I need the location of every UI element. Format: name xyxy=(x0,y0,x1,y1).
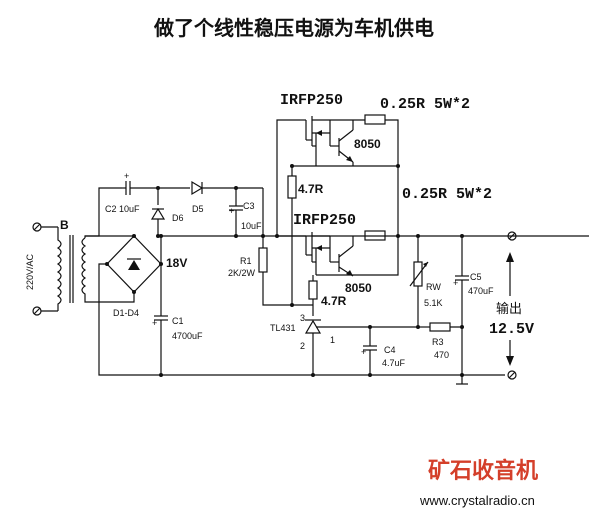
diode-d5 xyxy=(191,180,263,196)
c3-value: 10uF xyxy=(241,221,262,231)
d6-label: D6 xyxy=(172,213,184,223)
potentiometer-rw xyxy=(413,261,423,287)
c1-label: C1 xyxy=(172,316,184,326)
capacitor-c5: + xyxy=(453,236,469,327)
transistor-t1 xyxy=(330,120,354,166)
transistor-t2 xyxy=(330,236,354,277)
r-gate-label-1: 4.7R xyxy=(298,182,324,196)
tl431-pin2: 2 xyxy=(300,341,305,351)
vin-label: 18V xyxy=(166,256,187,270)
tl431-regulator xyxy=(304,319,418,375)
tl431-label: TL431 xyxy=(270,323,296,333)
c2-label: C2 10uF xyxy=(105,204,140,214)
tl431-pin3: 3 xyxy=(300,313,305,323)
c4-value: 4.7uF xyxy=(382,358,406,368)
capacitor-c1: + xyxy=(152,264,168,375)
svg-text:+: + xyxy=(361,347,366,357)
watermark-brand: 矿石收音机 xyxy=(428,458,538,484)
bridge-label: D1-D4 xyxy=(113,308,139,318)
gate-resistor-1 xyxy=(287,175,297,199)
shunt-label-2: 0.25R 5W*2 xyxy=(402,186,492,203)
junction-dots xyxy=(156,164,464,377)
transformer-label: B xyxy=(60,218,69,232)
resistor-r1 xyxy=(258,247,268,273)
watermark-url: www.crystalradio.cn xyxy=(419,493,535,508)
shunt-resistor-2 xyxy=(364,230,386,241)
svg-text:+: + xyxy=(453,278,458,288)
q1-label: IRFP250 xyxy=(280,92,343,109)
r-gate-label-2: 4.7R xyxy=(321,294,347,308)
output-voltage: 12.5V xyxy=(489,321,534,338)
capacitor-c3: + xyxy=(229,188,243,236)
r1-label: R1 xyxy=(240,256,252,266)
output-positive-terminal xyxy=(507,231,517,241)
mosfet-q2 xyxy=(277,232,331,275)
ac-input-label: 220V/AC xyxy=(25,253,35,290)
ac-input-terminals xyxy=(32,222,58,316)
resistor-r3 xyxy=(429,322,451,332)
d5-label: D5 xyxy=(192,204,204,214)
watermark: 矿石收音机 www.crystalradio.cn xyxy=(419,458,538,508)
shunt-label-1: 0.25R 5W*2 xyxy=(380,96,470,113)
svg-text:+: + xyxy=(229,206,234,216)
r3-value: 470 xyxy=(434,350,449,360)
rw-label: RW xyxy=(426,282,441,292)
t1-label: 8050 xyxy=(354,137,381,151)
t2-label: 8050 xyxy=(345,281,372,295)
c5-value: 470uF xyxy=(468,286,494,296)
svg-text:+: + xyxy=(152,318,157,328)
q2-label: IRFP250 xyxy=(293,212,356,229)
transformer-b xyxy=(56,227,87,311)
c5-label: C5 xyxy=(470,272,482,282)
r1-value: 2K/2W xyxy=(228,268,256,278)
output-label: 输出 xyxy=(496,301,522,316)
gate-resistor-2 xyxy=(308,280,318,300)
c4-label: C4 xyxy=(384,345,396,355)
c1-value: 4700uF xyxy=(172,331,203,341)
diode-d6 xyxy=(150,188,166,236)
output-negative-terminal xyxy=(507,370,517,380)
capacitor-c2: + xyxy=(122,171,190,195)
mosfet-q1 xyxy=(300,116,331,166)
svg-text:+: + xyxy=(124,171,129,181)
bridge-rectifier xyxy=(105,234,163,294)
capacitor-c4: + xyxy=(361,327,377,375)
diagram-title: 做了个线性稳压电源为车机供电 xyxy=(153,16,434,40)
tl431-pin1: 1 xyxy=(330,335,335,345)
output-arrow xyxy=(506,252,514,366)
c3-label: C3 xyxy=(243,201,255,211)
r3-label: R3 xyxy=(432,337,444,347)
rw-value: 5.1K xyxy=(424,298,443,308)
shunt-resistor-1 xyxy=(364,114,386,125)
